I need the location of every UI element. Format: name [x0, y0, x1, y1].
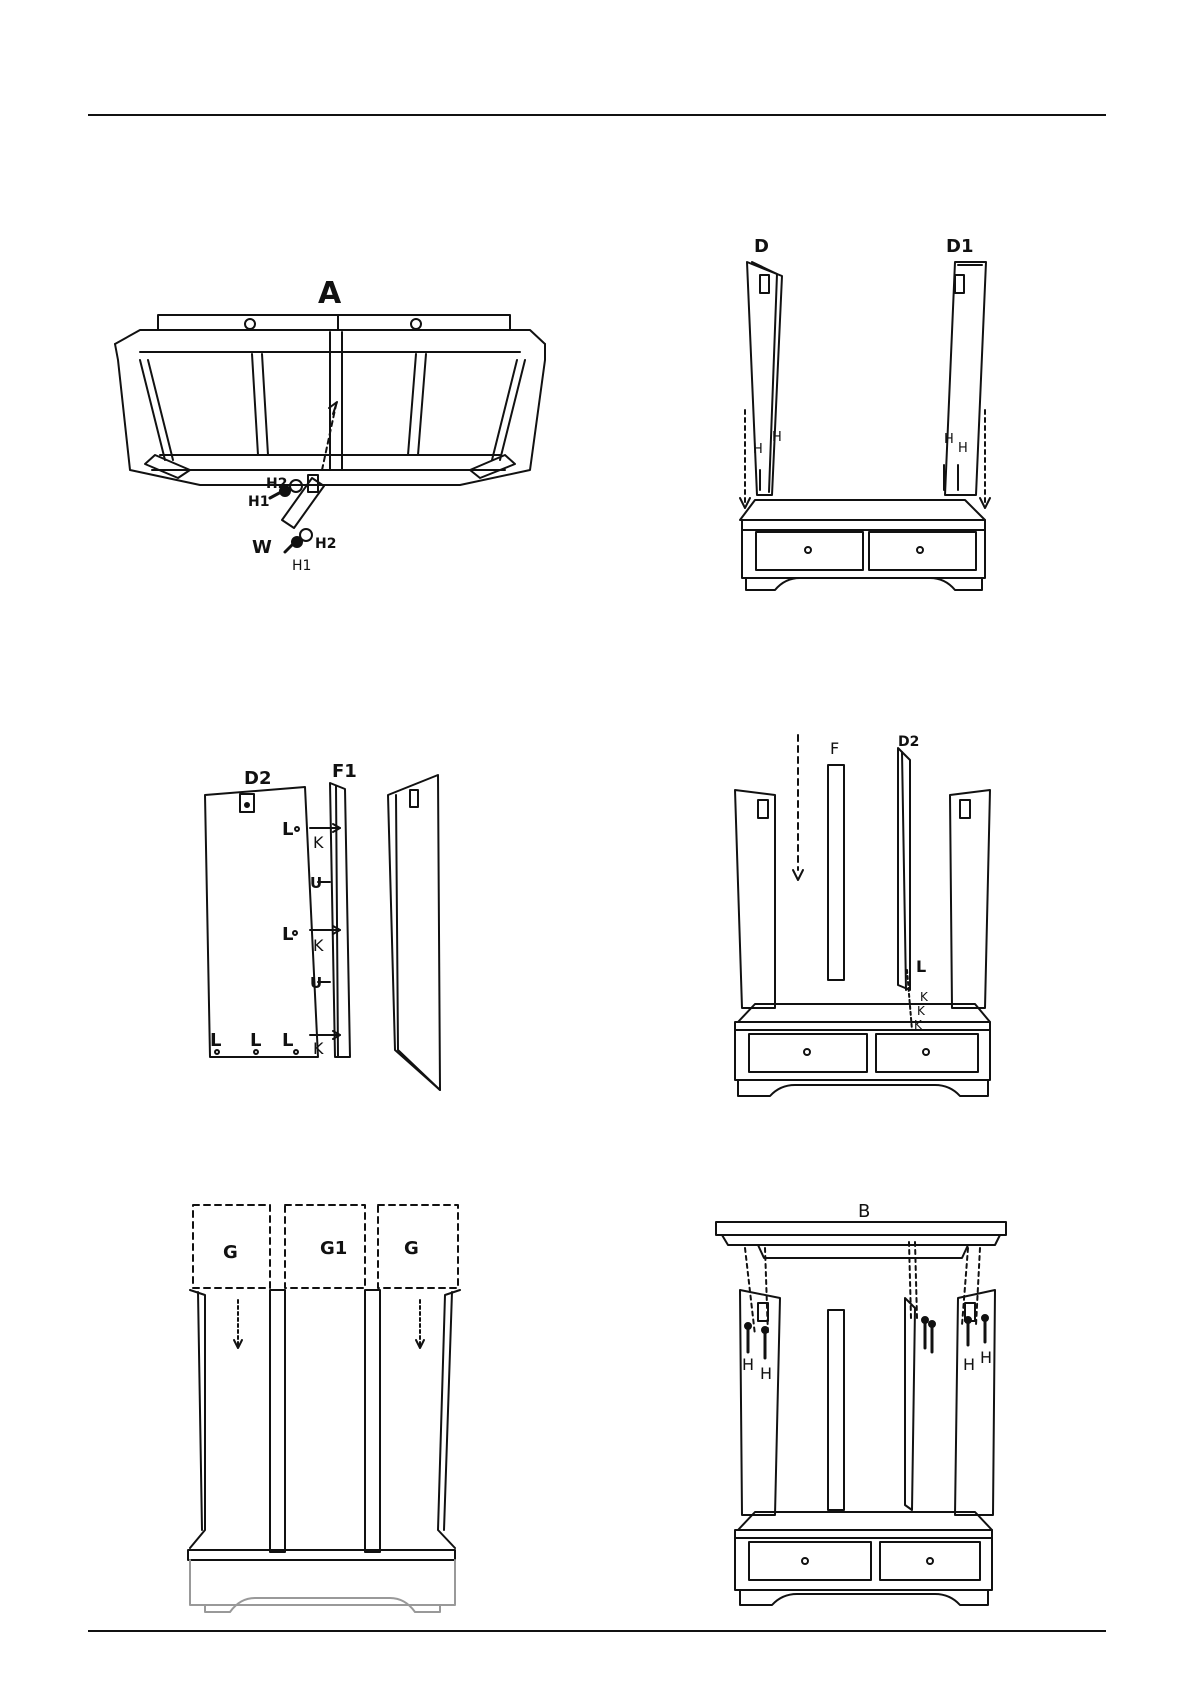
step6-top-panel [716, 1222, 1006, 1605]
label-h-right-2: H [958, 441, 968, 456]
label-g1: G1 [320, 1238, 347, 1259]
label-h2-top: H2 [266, 476, 287, 492]
label-k3-step4: K [914, 1018, 923, 1032]
label-k2: K [313, 936, 324, 955]
label-b: B [858, 1201, 870, 1222]
label-k3: K [313, 1039, 324, 1058]
label-w: W [252, 537, 272, 558]
label-f: F [830, 739, 839, 758]
label-h-left-1: H [753, 442, 763, 457]
label-h3-step6: H [963, 1355, 975, 1374]
label-g-right: G [404, 1238, 419, 1259]
step4-middle-partition [735, 735, 990, 1096]
label-l2: L [282, 924, 293, 945]
label-f1: F1 [332, 761, 357, 782]
label-u1: U [310, 874, 322, 892]
step1-base-assembly [115, 315, 545, 552]
label-d: D [754, 236, 769, 257]
label-l1: L [282, 819, 293, 840]
label-h1-step6: H [742, 1355, 754, 1374]
label-k1: K [313, 833, 324, 852]
label-d2-step4: D2 [898, 734, 919, 750]
label-h2-step6: H [760, 1364, 772, 1383]
label-h4-step6: H [980, 1348, 992, 1367]
label-k1-step4: K [920, 990, 929, 1004]
label-k2-step4: K [917, 1004, 926, 1018]
label-h-right-1: H [944, 432, 954, 447]
label-h1-top: H1 [248, 494, 269, 510]
label-a: A [318, 276, 342, 311]
label-l5: L [282, 1030, 293, 1051]
step5-back-panels [188, 1205, 460, 1612]
label-g-left: G [223, 1242, 238, 1263]
label-l4: L [250, 1030, 261, 1051]
label-d1: D1 [946, 236, 973, 257]
label-h1-bottom: H1 [292, 558, 311, 574]
label-h-left-2: H [772, 430, 782, 445]
label-l3: L [210, 1030, 221, 1051]
label-h2-bottom: H2 [315, 536, 336, 552]
label-u2: U [310, 974, 322, 992]
step2-side-panels [740, 262, 990, 590]
label-l-step4: L [916, 957, 926, 976]
label-d2: D2 [244, 768, 271, 789]
